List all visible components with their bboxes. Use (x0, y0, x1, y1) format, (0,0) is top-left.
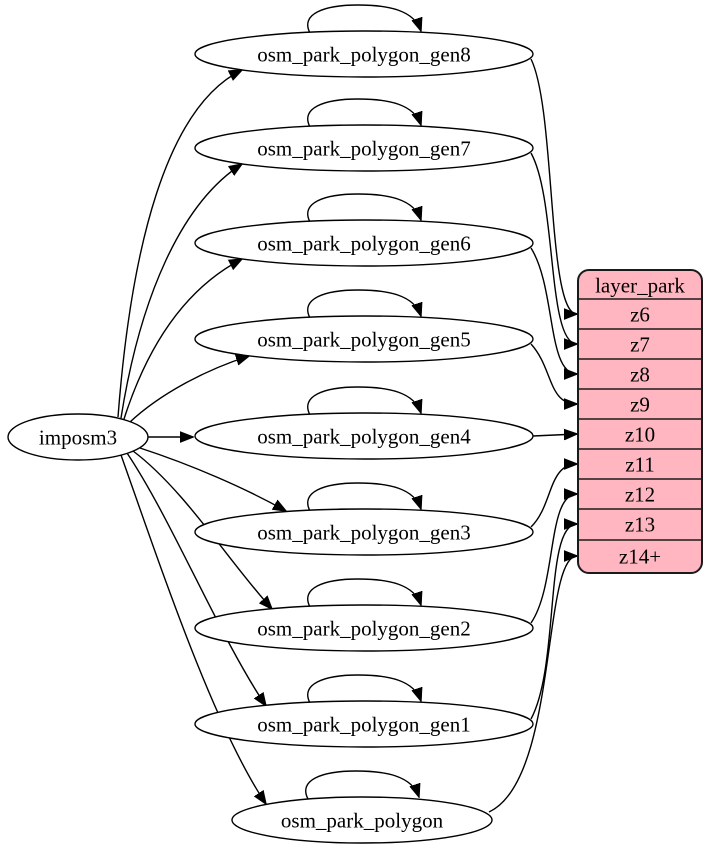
gen4-ellipse (194, 412, 534, 460)
layer-park-row-z7: z7 (630, 332, 650, 356)
self-loop-gen1 (307, 674, 421, 704)
edge-imposm3-to-gen3 (139, 447, 286, 511)
gen2-label: osm_park_polygon_gen2 (257, 616, 470, 640)
edge-polygon-to-z14plus (488, 556, 577, 813)
layer-park-row-z10: z10 (625, 422, 655, 446)
layer-park-title: layer_park (595, 273, 685, 297)
node-osm-park-polygon-gen2: osm_park_polygon_gen2 (194, 604, 534, 652)
layer-park-row-z9: z9 (630, 392, 650, 416)
gen8-label: osm_park_polygon_gen8 (257, 42, 470, 66)
gen3-ellipse (194, 508, 534, 556)
gen1-label: osm_park_polygon_gen1 (257, 712, 470, 736)
edge-imposm3-to-gen6 (123, 259, 242, 420)
node-imposm3: imposm3 (7, 413, 149, 461)
edge-imposm3-to-polygon (120, 454, 266, 804)
gen1-ellipse (194, 700, 534, 748)
self-loop-gen2 (307, 578, 421, 608)
gen6-label: osm_park_polygon_gen6 (257, 231, 470, 255)
layer-park-row-z12: z12 (625, 482, 655, 506)
edges-to-layer (488, 58, 577, 813)
self-loop-gen3 (307, 482, 421, 512)
edge-imposm3-to-gen7 (120, 164, 242, 419)
gen5-label: osm_park_polygon_gen5 (257, 327, 470, 351)
gen8-ellipse (194, 30, 534, 78)
node-osm-park-polygon-gen6: osm_park_polygon_gen6 (194, 219, 534, 267)
node-layer-park: layer_park z6 z7 z8 z9 z10 z11 z12 z13 z… (577, 269, 703, 574)
gen4-label: osm_park_polygon_gen4 (257, 424, 471, 448)
edge-gen8-to-z6 (530, 58, 577, 314)
self-loop-polygon (305, 770, 419, 800)
gen7-ellipse (194, 124, 534, 172)
edge-imposm3-to-gen5 (129, 356, 249, 423)
layer-park-row-z11: z11 (625, 452, 655, 476)
layer-park-box (577, 269, 703, 574)
imposm3-label: imposm3 (39, 425, 117, 449)
edge-gen4-to-z10 (532, 434, 577, 436)
self-loop-gen8 (307, 4, 421, 34)
edge-imposm3-to-gen8 (117, 70, 242, 418)
edge-imposm3-to-gen1 (126, 452, 266, 706)
self-loop-gen6 (307, 193, 421, 223)
polygon-label: osm_park_polygon (281, 808, 444, 832)
imposm3-ellipse (7, 413, 149, 461)
edges-from-source (117, 70, 286, 804)
gen6-ellipse (194, 219, 534, 267)
gen3-label: osm_park_polygon_gen3 (257, 520, 470, 544)
edge-gen5-to-z9 (530, 343, 577, 404)
self-loop-gen7 (307, 98, 421, 128)
edge-gen1-to-z13 (530, 524, 577, 720)
node-osm-park-polygon-gen8: osm_park_polygon_gen8 (194, 30, 534, 78)
node-osm-park-polygon-gen4: osm_park_polygon_gen4 (194, 412, 534, 460)
gen2-ellipse (194, 604, 534, 652)
node-osm-park-polygon-gen3: osm_park_polygon_gen3 (194, 508, 534, 556)
self-loop-edges (305, 4, 421, 800)
self-loop-gen5 (307, 289, 421, 319)
edge-gen3-to-z11 (530, 464, 577, 528)
node-osm-park-polygon: osm_park_polygon (231, 796, 493, 844)
polygon-ellipse (231, 796, 493, 844)
gen5-ellipse (194, 315, 534, 363)
layer-park-row-z8: z8 (630, 362, 650, 386)
edge-gen2-to-z12 (530, 494, 577, 624)
layer-park-row-z14plus: z14+ (619, 544, 661, 568)
node-osm-park-polygon-gen5: osm_park_polygon_gen5 (194, 315, 534, 363)
self-loop-gen4 (307, 386, 421, 416)
node-osm-park-polygon-gen7: osm_park_polygon_gen7 (194, 124, 534, 172)
layer-park-row-z6: z6 (630, 302, 650, 326)
edge-gen7-to-z7 (530, 152, 577, 344)
gen7-label: osm_park_polygon_gen7 (257, 136, 470, 160)
edge-gen6-to-z8 (530, 247, 577, 374)
node-osm-park-polygon-gen1: osm_park_polygon_gen1 (194, 700, 534, 748)
layer-park-row-z13: z13 (625, 512, 655, 536)
